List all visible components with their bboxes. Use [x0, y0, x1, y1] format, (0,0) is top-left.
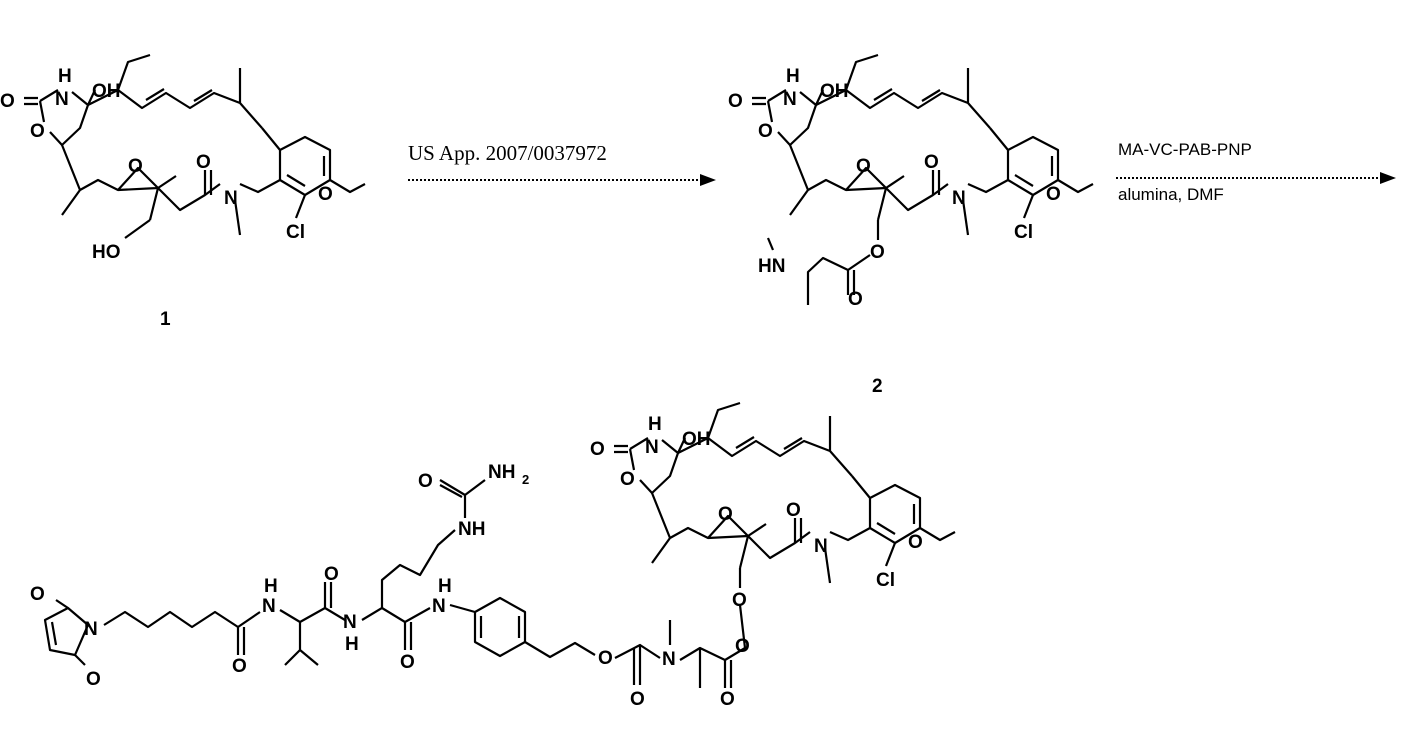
- atom-label: MA-VC-PAB-PNP: [1118, 140, 1252, 159]
- core-structure: [728, 55, 1093, 243]
- atom-label: HO: [92, 242, 121, 263]
- bond-line: [280, 582, 345, 665]
- atom-label: 2: [522, 472, 529, 487]
- compound-2: O O HN 2: [728, 55, 1093, 397]
- core-structure: [590, 403, 955, 591]
- atom-label: H: [264, 576, 278, 597]
- atom-label: O: [30, 584, 45, 605]
- atom-label: NH: [488, 462, 515, 483]
- atom-label: H: [345, 634, 359, 655]
- bond-line: [45, 608, 88, 655]
- atom-label: N: [262, 596, 276, 617]
- bond-line: [615, 645, 660, 685]
- atom-label: US App. 2007/0037972: [408, 141, 607, 165]
- atom-label: O: [324, 564, 339, 585]
- atom-label: N: [84, 619, 98, 640]
- atom-label: alumina, DMF: [1118, 185, 1224, 204]
- product-conjugate: O O O N O N H O N H NH O NH 2 O N H O O …: [30, 403, 955, 710]
- atom-label: O: [720, 689, 735, 710]
- atom-label: N: [662, 649, 676, 670]
- atom-label: HN: [758, 256, 785, 277]
- bond-line: [450, 598, 525, 656]
- bond-line: [125, 220, 150, 238]
- atom-label: H: [438, 576, 452, 597]
- bond-line: [525, 642, 595, 657]
- bond-line: [1380, 172, 1396, 184]
- atom-label: O: [232, 656, 247, 677]
- atom-label: O: [848, 289, 863, 310]
- compound-2-label: 2: [872, 376, 883, 397]
- reaction-arrow-2: MA-VC-PAB-PNP alumina, DMF: [1116, 140, 1396, 204]
- atom-label: O: [400, 652, 415, 673]
- compound-1: HO 1: [0, 55, 365, 330]
- atom-label: NH: [458, 519, 485, 540]
- bond-line: [238, 627, 244, 655]
- core-structure: [0, 55, 365, 243]
- atom-label: N: [432, 596, 446, 617]
- atom-label: O: [735, 636, 750, 657]
- atom-label: O: [86, 669, 101, 690]
- bond-line: [670, 605, 745, 688]
- bond-line: [104, 612, 260, 627]
- compound-1-label: 1: [160, 309, 171, 330]
- bond-line: [440, 480, 485, 518]
- atom-label: O: [418, 471, 433, 492]
- atom-label: N: [343, 612, 357, 633]
- reaction-arrow-1: US App. 2007/0037972: [408, 141, 716, 186]
- bond-line: [768, 238, 773, 250]
- atom-label: O: [598, 648, 613, 669]
- bond-line: [382, 608, 430, 650]
- atom-label: O: [630, 689, 645, 710]
- bond-line: [700, 174, 716, 186]
- atom-label: O: [870, 242, 885, 263]
